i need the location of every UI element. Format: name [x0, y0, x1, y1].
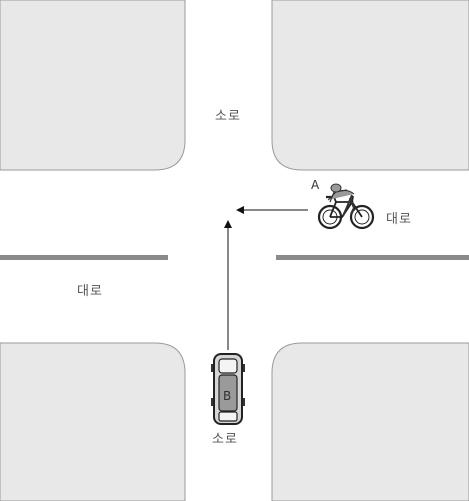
block-northeast [271, 0, 469, 171]
car-topview-icon [211, 353, 245, 425]
minor-road-south-label: 소로 [212, 432, 238, 447]
bicycle-rider-icon [317, 183, 375, 230]
minor-road-north-label: 소로 [215, 109, 241, 124]
main-road-west-label: 대로 [77, 284, 103, 299]
center-line-east [276, 255, 469, 260]
bicycle-label: A [311, 178, 320, 192]
block-northwest [0, 0, 186, 171]
car-label: B [223, 389, 232, 403]
main-road-east-label: 대로 [386, 212, 412, 227]
block-southeast [271, 342, 469, 501]
block-southwest [0, 342, 186, 501]
center-line-west [0, 255, 168, 260]
